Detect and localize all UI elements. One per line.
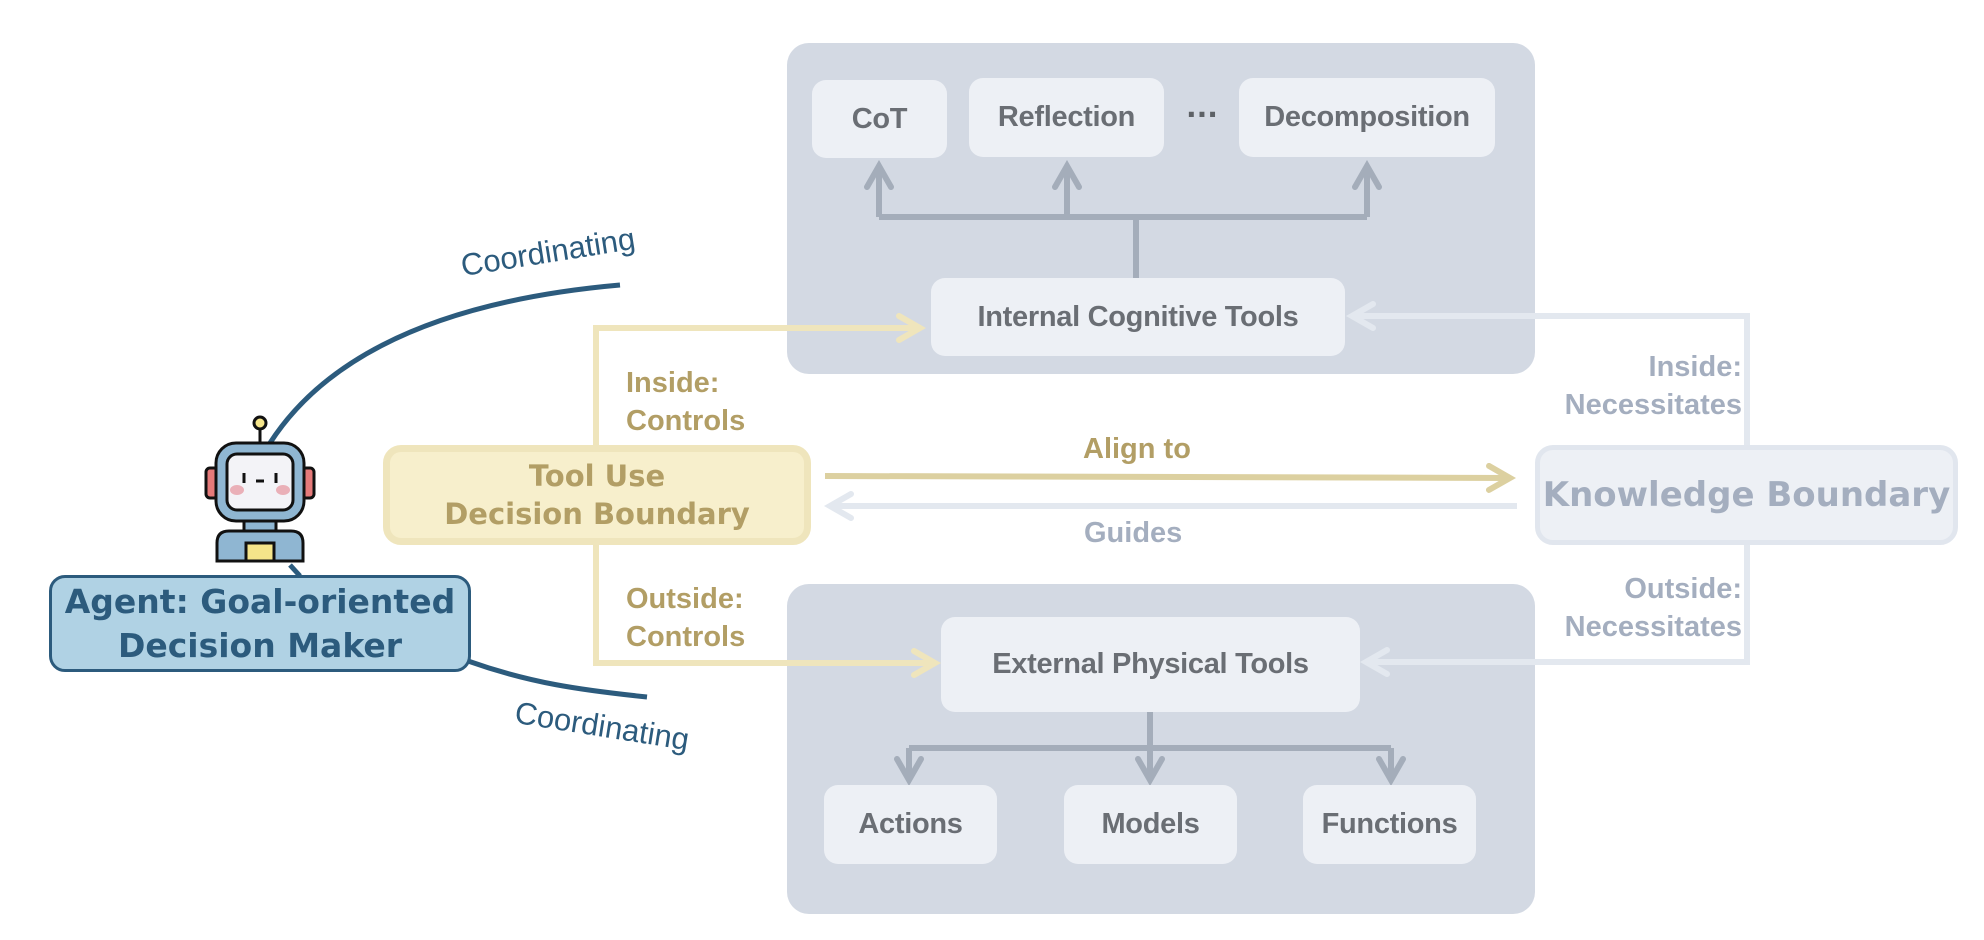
ellipsis-more-tools: ···: [1186, 98, 1218, 131]
outside-necessitates-label: Outside: Necessitates: [1538, 570, 1742, 646]
coordinating-curve-bottom: [467, 658, 648, 700]
arrow-outside-controls: [593, 540, 942, 678]
tool-use-line1: Tool Use: [528, 459, 666, 493]
arrow-inside-controls: [593, 313, 927, 448]
inside-necessitates-line1: Inside:: [1648, 351, 1742, 383]
agent-title-line1: Agent: Goal-oriented: [64, 581, 456, 621]
guides-label: Guides: [1084, 517, 1183, 549]
arrow-inside-necessitates: [1345, 301, 1750, 446]
outside-controls-label: Outside: Controls: [626, 580, 745, 656]
robot-to-agent-line: [288, 563, 302, 578]
arrow-outside-necessitates: [1359, 542, 1750, 677]
external-tree-connectors: [894, 712, 1406, 787]
outside-necessitates-line2: Necessitates: [1564, 611, 1742, 643]
decomposition-box[interactable]: Decomposition: [1239, 78, 1495, 157]
external-physical-tools-box[interactable]: External Physical Tools: [941, 617, 1360, 712]
robot-icon: [204, 415, 316, 563]
inside-controls-label: Inside: Controls: [626, 364, 745, 440]
necessitates-connectors: [1345, 301, 1750, 677]
cot-box[interactable]: CoT: [812, 80, 947, 158]
inside-necessitates-label: Inside: Necessitates: [1538, 348, 1742, 424]
tool-use-decision-boundary-box[interactable]: Tool Use Decision Boundary: [383, 445, 811, 545]
tool-use-line2: Decision Boundary: [444, 497, 750, 531]
internal-cognitive-tools-box[interactable]: Internal Cognitive Tools: [931, 278, 1345, 356]
functions-box[interactable]: Functions: [1303, 785, 1476, 864]
inside-necessitates-line2: Necessitates: [1564, 389, 1742, 421]
arrow-align-to: [824, 462, 1517, 493]
outside-controls-line2: Controls: [626, 621, 746, 653]
knowledge-boundary-box[interactable]: Knowledge Boundary: [1535, 445, 1958, 545]
inside-controls-line1: Inside:: [626, 367, 720, 399]
models-box[interactable]: Models: [1064, 785, 1237, 864]
coordinating-curve-top: [267, 282, 621, 445]
inside-controls-line2: Controls: [626, 405, 746, 437]
outside-controls-line1: Outside:: [626, 583, 744, 615]
knowledge-boundary-label: Knowledge Boundary: [1542, 475, 1951, 515]
internal-tree-connectors: [864, 159, 1382, 278]
controls-connectors: [593, 313, 942, 678]
outside-necessitates-line1: Outside:: [1624, 573, 1742, 605]
agent-box[interactable]: Agent: Goal-oriented Decision Maker: [49, 575, 471, 672]
actions-box[interactable]: Actions: [824, 785, 997, 864]
align-to-label: Align to: [1083, 433, 1191, 465]
reflection-box[interactable]: Reflection: [969, 78, 1164, 157]
agent-title-line2: Decision Maker: [117, 625, 403, 665]
